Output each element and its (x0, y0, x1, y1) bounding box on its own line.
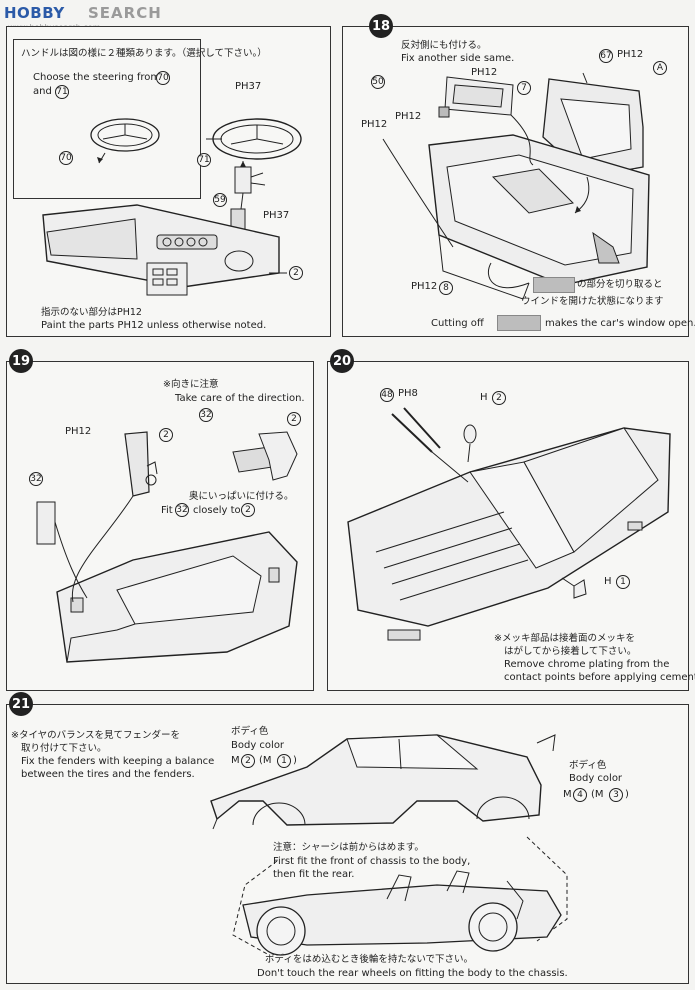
body-color-jp-rear: ボディ色 (569, 760, 607, 771)
step-19-drawing (36, 431, 298, 663)
paint-m-rear-alt: (M (591, 789, 604, 800)
step-21-panel: 21 ※タイヤのバランスを見てフェンダーを 取り付けて下さい。 Fix the … (6, 692, 689, 984)
part-8-callout: 8 (439, 281, 453, 295)
step-19-number: 19 (9, 349, 33, 373)
cut-swatch-jp (533, 277, 575, 293)
part-2-callout-left: 2 (159, 428, 173, 442)
step-17-drawing (42, 118, 302, 296)
body-color-jp-front: ボディ色 (231, 726, 269, 737)
paint-ph12-e: PH12 (411, 281, 438, 292)
paint-ph12-a: PH12 (395, 111, 422, 122)
part-59-callout: 59 (213, 193, 227, 207)
paint-m1-number: 1 (277, 754, 291, 768)
part-48-callout: 48 (380, 388, 394, 402)
paint-ph12-lens: PH12 (65, 426, 92, 437)
paint-ph12-b: PH12 (471, 67, 498, 78)
paint-ph8: PH8 (398, 388, 418, 399)
part-2-callout: 2 (289, 266, 303, 280)
fender-note-en1: Fix the fenders with keeping a balance (21, 756, 215, 767)
step-21-number: 21 (9, 692, 33, 716)
part-70-label: 70 (156, 71, 170, 85)
fender-note-en2: between the tires and the fenders. (21, 769, 195, 780)
paint-ph12-c: PH12 (361, 119, 388, 130)
paint-footer-jp: 指示のない部分はPH12 (41, 307, 142, 318)
chrome-note-en1: Remove chrome plating from the (504, 659, 670, 670)
part-32-fit: 32 (175, 503, 189, 517)
step-18-panel: 18 反対側にも付ける。 Fix another side same. 50 P… (342, 14, 695, 337)
body-color-en-rear: Body color (569, 773, 623, 784)
steering-note-jp: ハンドルは図の様に２種類あります。（選択して下さい。） (21, 48, 267, 59)
cut-note-jp2: ウインドを開けた状態になります (521, 296, 664, 307)
step-21-drawing (210, 734, 568, 956)
mirror-h2-number: 2 (492, 391, 506, 405)
part-32-callout-left: 32 (29, 472, 43, 486)
paint-footer-en: Paint the parts PH12 unless otherwise no… (41, 320, 267, 331)
part-32-callout-top: 32 (199, 408, 213, 422)
paint-m3-number: 3 (609, 788, 623, 802)
part-2-fit: 2 (241, 503, 255, 517)
paint-ph37-wheel: PH37 (235, 81, 262, 92)
step-20-number: 20 (330, 349, 354, 373)
steering-note-en1: Choose the steering from (33, 72, 161, 83)
paint-ph37-dash: PH37 (263, 210, 290, 221)
step18-note-en: Fix another side same. (401, 53, 515, 64)
cut-swatch-en (497, 315, 541, 331)
body-color-en-front: Body color (231, 740, 285, 751)
fit-note-jp: 奥にいっぱいに付ける。 (189, 491, 294, 502)
mirror-h1-number: 1 (616, 575, 630, 589)
step-18-number: 18 (369, 14, 393, 38)
logo-hobby: HOBBY (4, 4, 65, 22)
mirror-h2-label: H (480, 392, 488, 403)
step-20-drawing (347, 407, 671, 641)
paint-m-rear: M (563, 789, 572, 800)
fit-note-en2: closely to (193, 505, 241, 516)
part-71-label: 71 (55, 85, 69, 99)
fit-note-en1: Fit (161, 505, 173, 516)
step-19-panel: 19 ※向きに注意 Take care of the direction. 32… (6, 349, 314, 691)
step19-note-jp: ※向きに注意 (163, 379, 219, 390)
mirror-h1-label: H (604, 576, 612, 587)
chrome-note-jp1: ※メッキ部品は接着面のメッキを (494, 633, 635, 644)
cut-note-en1: Cutting off (431, 318, 484, 329)
chrome-note-jp2: はがしてから接着して下さい。 (504, 646, 637, 657)
fender-note-jp1: ※タイヤのバランスを見てフェンダーを (11, 730, 180, 741)
chassis-note-jp: 注意：シャーシは前からはめます。 (273, 842, 424, 853)
chassis-note-en2: then fit the rear. (273, 869, 355, 880)
part-70-callout: 70 (59, 151, 73, 165)
rear-wheel-note-en: Don't touch the rear wheels on fitting t… (257, 968, 568, 979)
paint-m-front-alt: (M (259, 755, 272, 766)
step-17-panel: ハンドルは図の様に２種類あります。（選択して下さい。） Choose the s… (6, 26, 331, 337)
header: HOBBY SEARCH www.hobbysearch.com (0, 0, 695, 32)
paint-m-rear-close: ) (625, 789, 629, 800)
paint-m-front: M (231, 755, 240, 766)
steering-choice-box (13, 39, 201, 199)
step-20-panel: 20 48 PH8 H 2 H 1 ※メッキ部品は接着面のメッキを はがしてから… (327, 349, 695, 691)
paint-m4-number: 4 (573, 788, 587, 802)
steering-note-en2: and (33, 86, 52, 97)
part-2-callout-right: 2 (287, 412, 301, 426)
cut-note-en2: makes the car's window open. (545, 318, 695, 329)
part-71-callout: 71 (197, 153, 211, 167)
rear-wheel-note-jp: ボディをはめ込むとき後輪を持たないで下さい。 (265, 954, 474, 965)
cut-note-jp1: の部分を切り取ると (577, 279, 663, 290)
paint-m2-number: 2 (241, 754, 255, 768)
part-A-callout: A (653, 61, 667, 75)
fender-note-jp2: 取り付けて下さい。 (21, 743, 107, 754)
paint-m-front-close: ) (293, 755, 297, 766)
part-50-callout: 50 (371, 75, 385, 89)
part-67-callout: 67 (599, 49, 613, 63)
step-18-drawing (382, 72, 650, 300)
chrome-note-en2: contact points before applying cement. (504, 672, 695, 683)
step19-note-en: Take care of the direction. (175, 393, 305, 404)
paint-ph12-d: PH12 (617, 49, 644, 60)
step18-note-jp: 反対側にも付ける。 (401, 40, 487, 51)
part-7-callout: 7 (517, 81, 531, 95)
chassis-note-en1: First fit the front of chassis to the bo… (273, 856, 471, 867)
logo-search: SEARCH (88, 4, 162, 22)
